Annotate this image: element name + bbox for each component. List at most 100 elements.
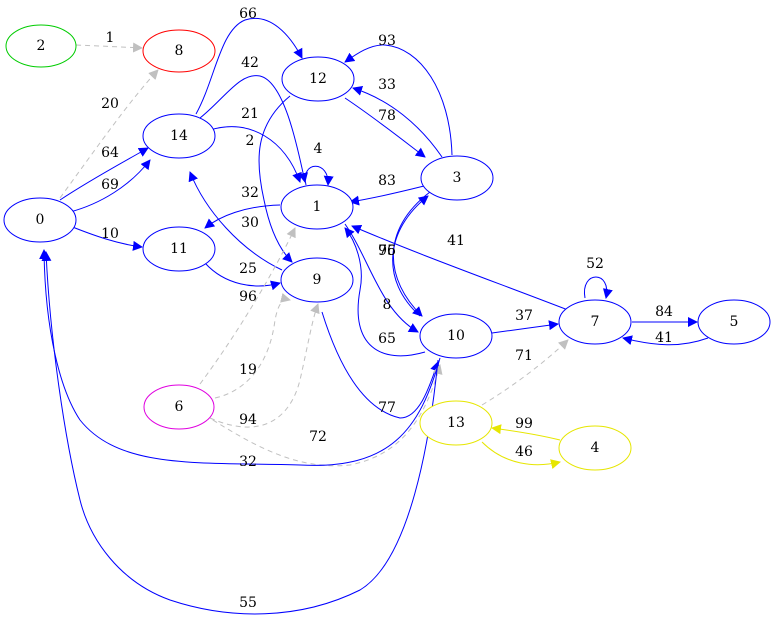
edge-10-7 [491,320,559,334]
edge-9-10 [321,311,440,419]
node-4[interactable]: 4 [558,425,632,471]
edge-label-7-7: 52 [586,256,604,272]
node-0[interactable]: 0 [3,197,77,243]
node-4-label: 4 [591,440,600,456]
node-3[interactable]: 3 [420,155,494,201]
node-2[interactable]: 2 [5,24,77,68]
edge-label-14-12: 66 [239,6,257,22]
node-1-shape [280,184,354,230]
edge-label-1-1: 4 [314,141,323,157]
edge-6-9-a [214,292,291,399]
edge-13-7 [481,339,569,406]
node-3-shape [420,155,494,201]
node-4-shape [558,425,632,471]
edge-3-12-b [352,86,443,158]
edge-label-12-3: 78 [378,108,396,124]
edge-label-6-9-a: 19 [239,362,257,378]
edge-label-3-12-a: 93 [378,33,396,49]
edge-label-14-1-b: 21 [241,106,259,122]
node-14-label: 14 [170,128,188,144]
edge-label-6-10: 72 [309,429,327,445]
node-1-label: 1 [313,199,322,215]
edge-6-10 [204,364,443,467]
node-7-label: 7 [591,314,600,330]
node-2-label: 2 [37,38,46,54]
edge-14-1-a [199,75,308,183]
edge-0-8 [59,69,159,199]
node-10-shape [419,313,493,359]
nodes: 2 8 12 14 3 1 0 11 [3,24,771,471]
node-13[interactable]: 13 [419,400,493,446]
node-7[interactable]: 7 [558,299,632,345]
edge-label-3-1: 83 [378,173,396,189]
edge-1-10 [344,223,419,333]
edge-4-13 [491,424,561,441]
edge-label-10-0-b: 55 [239,595,257,611]
edge-label-11-9: 25 [239,261,257,277]
edge-label-7-5: 84 [655,304,673,320]
node-8[interactable]: 8 [142,29,216,73]
edge-label-10-7: 37 [515,308,533,324]
node-13-label: 13 [447,415,465,431]
node-12-shape [281,56,355,102]
edge-label-10-3: 75 [378,243,396,259]
edge-1-1 [304,165,334,186]
edge-label-1-11: 32 [241,185,259,201]
node-10[interactable]: 10 [419,313,493,359]
node-6-label: 6 [175,399,184,415]
edge-label-6-1: 96 [239,289,257,305]
node-12-label: 12 [309,71,327,87]
node-7-shape [558,299,632,345]
edge-0-14-b [69,159,151,213]
edge-6-9-b [209,303,320,428]
edge-9-14 [188,171,283,271]
node-9[interactable]: 9 [280,257,354,303]
edge-12-9 [258,95,293,263]
node-5[interactable]: 5 [697,299,771,345]
edge-labels: 1 20 64 69 10 66 42 21 2 78 93 33 4 83 3… [101,6,673,611]
edge-12-3 [344,97,426,158]
node-11[interactable]: 11 [142,226,216,272]
node-1[interactable]: 1 [280,184,354,230]
node-8-shape [142,29,216,73]
edge-label-9-10: 77 [378,400,396,416]
node-11-label: 11 [170,241,188,257]
edge-label-0-14-b: 69 [101,177,119,193]
edge-6-1 [199,227,296,385]
edge-label-3-12-b: 33 [378,77,396,93]
node-2-shape [5,24,77,68]
edge-label-12-9: 2 [246,133,255,149]
edge-13-4 [481,441,561,469]
node-12[interactable]: 12 [281,56,355,102]
edge-label-4-13: 99 [515,416,533,432]
edge-14-1-b [209,126,302,183]
node-9-shape [280,257,354,303]
edge-label-0-8: 20 [101,96,119,112]
edge-7-7 [584,276,613,299]
node-0-label: 0 [36,212,45,228]
node-8-label: 8 [175,43,184,59]
edge-label-13-4: 46 [515,444,533,460]
node-11-shape [142,226,216,272]
edge-3-10 [392,191,431,317]
edge-10-0-b [41,251,439,615]
edge-label-5-7: 41 [655,330,673,346]
edge-11-9 [204,262,281,291]
edge-1-11 [204,204,281,229]
node-14-shape [142,113,216,159]
edge-5-7 [622,335,709,346]
node-14[interactable]: 14 [142,113,216,159]
node-13-shape [419,400,493,446]
node-6[interactable]: 6 [143,384,215,430]
edge-label-14-1-a: 42 [241,55,259,71]
node-9-label: 9 [313,272,322,288]
edge-3-1 [349,185,425,206]
edge-3-12-a [344,44,453,156]
edge-label-10-1: 65 [378,331,396,347]
edge-label-10-0-a: 32 [239,454,257,470]
edge-10-3 [392,195,429,317]
edge-10-0-a [39,249,441,466]
edge-14-12 [195,17,303,115]
node-0-shape [3,197,77,243]
